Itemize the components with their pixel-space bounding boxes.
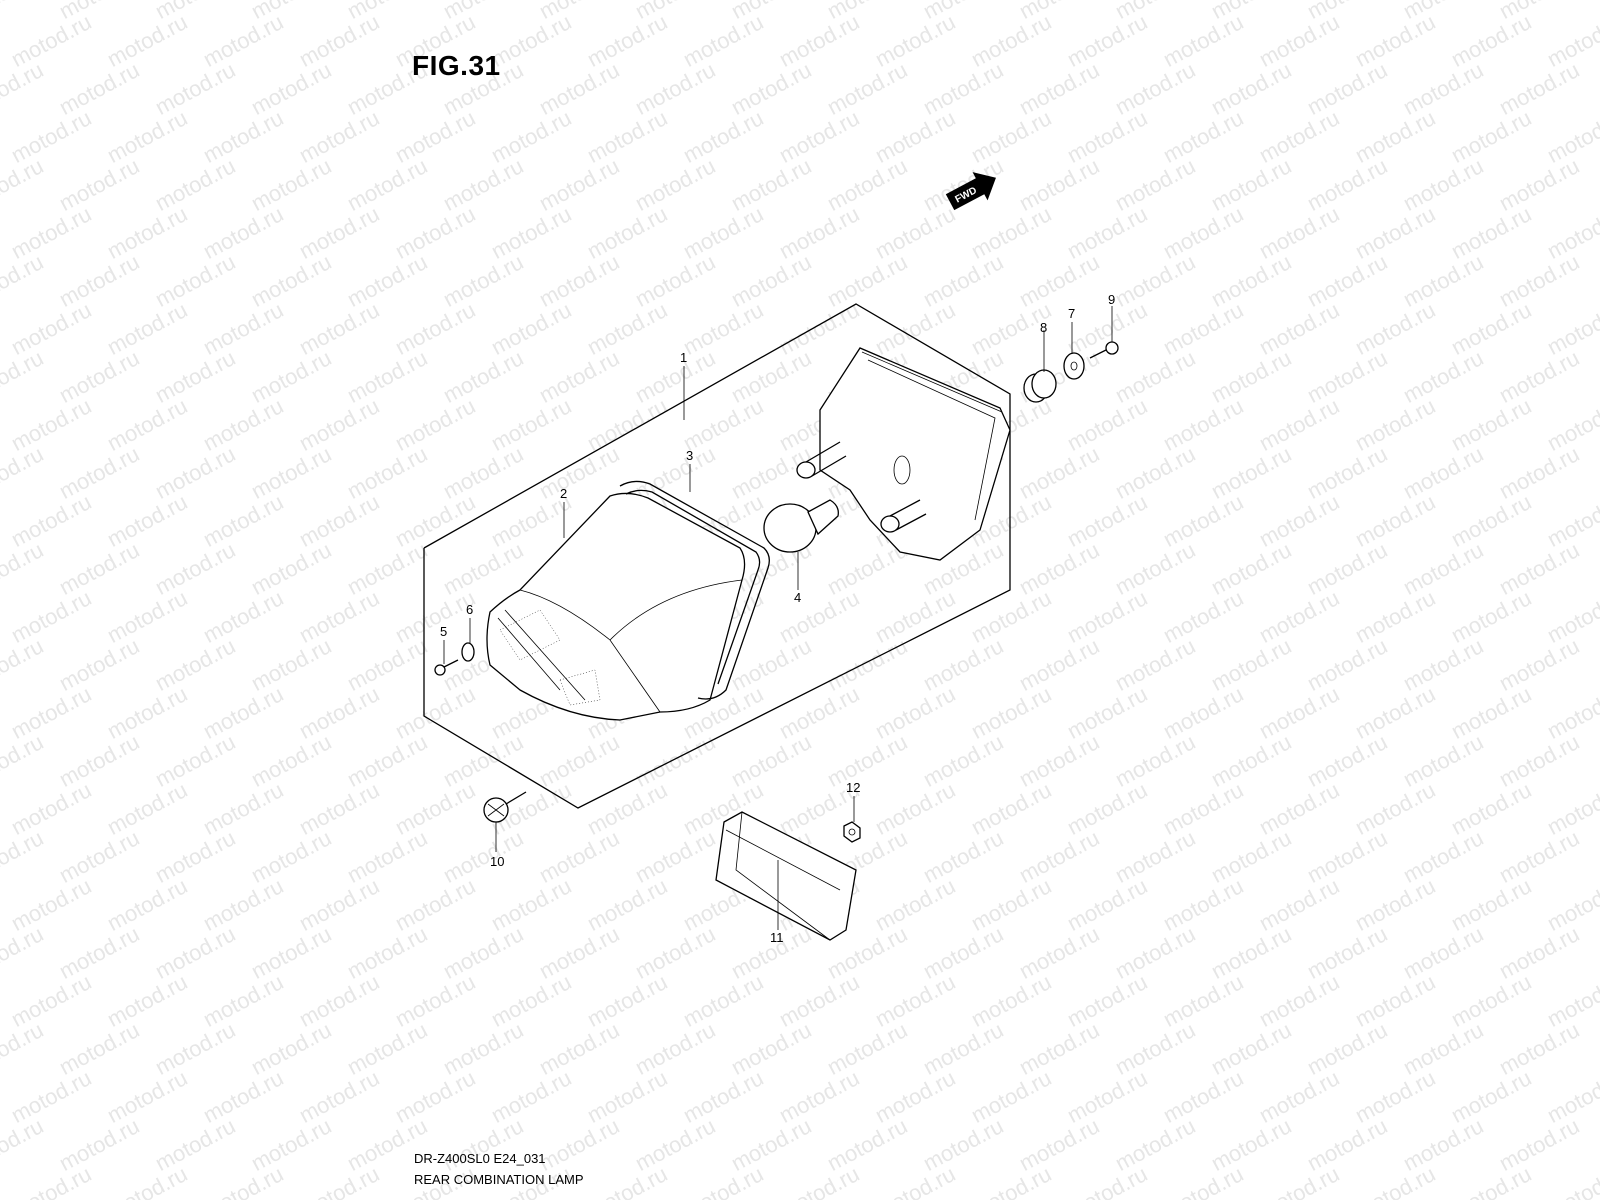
- fwd-arrow-icon: FWD: [945, 172, 996, 211]
- lens-reflector-pattern: [499, 609, 601, 706]
- model-code: DR-Z400SL0 E24_031: [414, 1151, 546, 1166]
- callout-4: 4: [794, 590, 801, 605]
- callout-10: 10: [490, 854, 504, 869]
- screw-part-9: [1089, 341, 1119, 359]
- callout-1: 1: [680, 350, 687, 365]
- callout-12: 12: [846, 780, 860, 795]
- clip-part: [483, 791, 527, 823]
- washer-part-7: [1063, 352, 1085, 380]
- grommet-part: [1023, 369, 1057, 403]
- bulb-part: [763, 499, 839, 553]
- housing-part: [796, 347, 1011, 561]
- figure-caption: REAR COMBINATION LAMP: [414, 1172, 584, 1187]
- lens-part: [486, 492, 746, 721]
- callout-5: 5: [440, 624, 447, 639]
- callout-7: 7: [1068, 306, 1075, 321]
- assembly-box: [423, 303, 1011, 809]
- reflector-part: [715, 811, 857, 941]
- callout-2: 2: [560, 486, 567, 501]
- callout-6: 6: [466, 602, 473, 617]
- callout-3: 3: [686, 448, 693, 463]
- callout-9: 9: [1108, 292, 1115, 307]
- screw-part: [434, 659, 459, 676]
- callout-labels: 1 2 3 4 5 6 7 8 9 10 11 12: [440, 292, 1115, 945]
- gasket-part: [619, 480, 770, 700]
- callout-11: 11: [770, 930, 784, 945]
- callout-8: 8: [1040, 320, 1047, 335]
- leader-lines: [443, 306, 1113, 930]
- figure-title: FIG.31: [412, 50, 501, 81]
- nut-part: [843, 821, 861, 843]
- washer-part: [461, 642, 475, 662]
